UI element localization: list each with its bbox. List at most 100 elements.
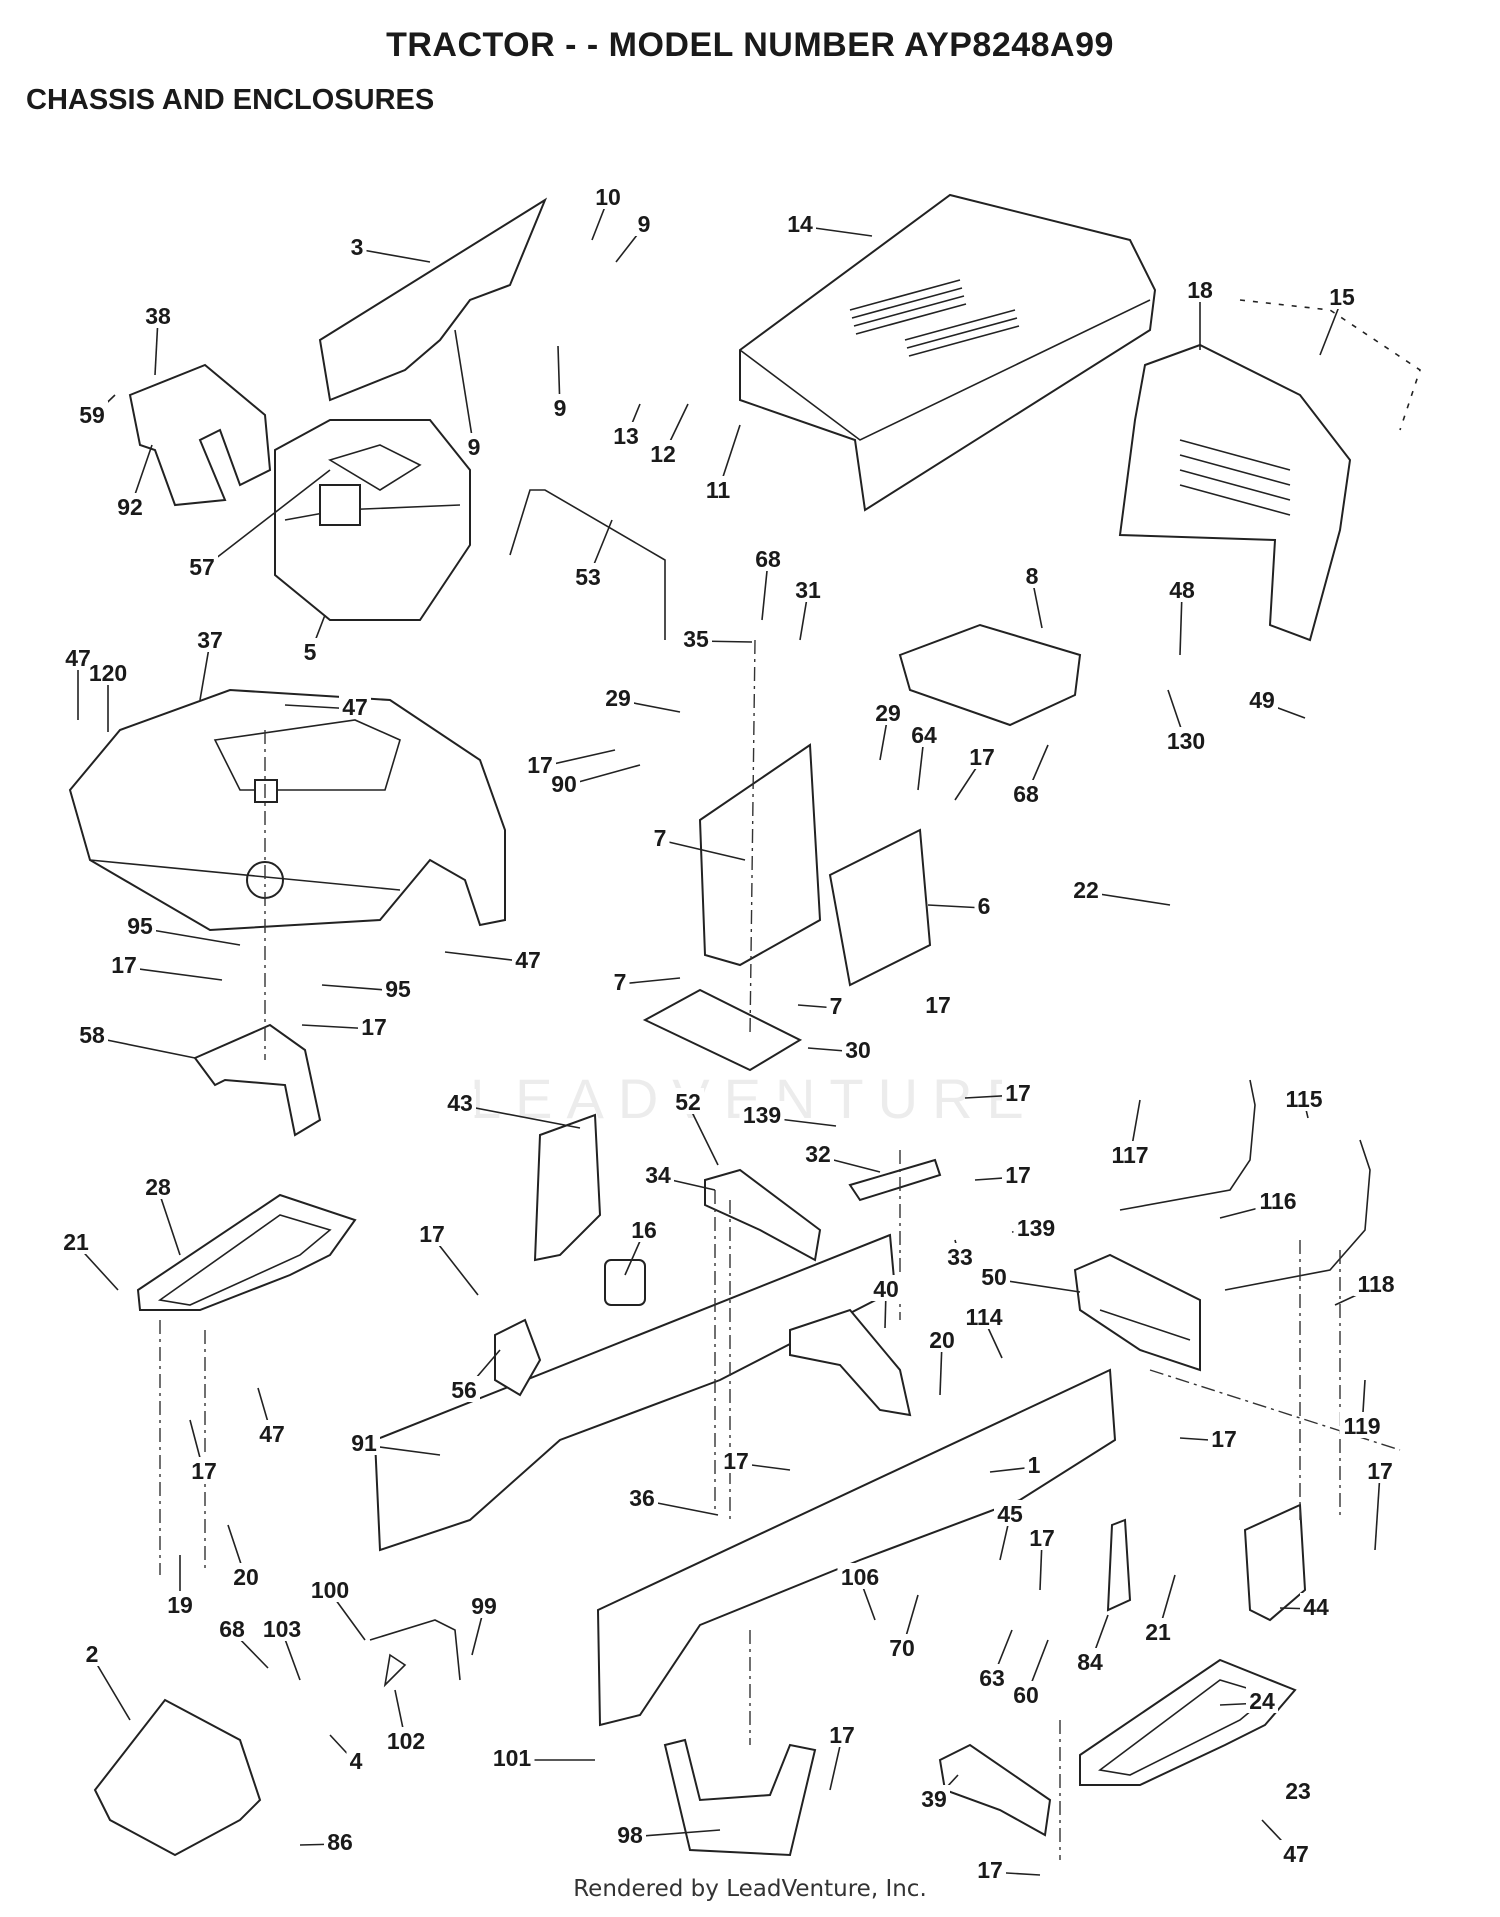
callout-label-bg [60, 1228, 92, 1254]
callout-label: 139 [743, 1102, 781, 1128]
part-bracket-56 [494, 1318, 542, 1397]
callout-label-bg [1255, 1187, 1301, 1213]
callout-label-bg [1364, 1457, 1396, 1483]
callout-label: 114 [965, 1304, 1002, 1330]
callout-label: 38 [145, 303, 171, 329]
callout-label-bg [358, 1013, 390, 1039]
callout-label: 17 [111, 952, 137, 978]
callout-label-bg [1282, 1777, 1314, 1803]
part-pedal-link [848, 1158, 942, 1202]
part-hood [739, 193, 1157, 512]
callout-label: 11 [706, 477, 731, 503]
part-front-bumper [1119, 1079, 1256, 1211]
callout-label: 90 [551, 771, 577, 797]
callout-label-bg [1026, 1524, 1058, 1550]
callout-label: 17 [1211, 1426, 1237, 1452]
callout-label: 95 [385, 976, 411, 1002]
callout-label-bg [1246, 686, 1278, 712]
callout-leader-line [1374, 1472, 1381, 1551]
callout-label: 53 [575, 564, 601, 590]
callout-label: 59 [79, 402, 105, 428]
callout-label: 45 [997, 1501, 1023, 1527]
callout-label: 47 [259, 1421, 285, 1447]
page-title: TRACTOR - - MODEL NUMBER AYP8248A99 [386, 26, 1114, 64]
callout-label-bg [1353, 1270, 1399, 1296]
callout-label-bg [908, 721, 940, 747]
callout-label: 31 [795, 577, 821, 603]
callout-label-bg [142, 1173, 174, 1199]
section-subtitle: CHASSIS AND ENCLOSURES [26, 84, 435, 116]
callout-leader-line [91, 1036, 196, 1059]
part-left-frame-rail [373, 1233, 897, 1552]
callout-label: 17 [925, 992, 951, 1018]
callout-label: 40 [873, 1276, 899, 1302]
callout-label-bg [642, 1161, 674, 1187]
callout-label: 6 [978, 893, 991, 919]
callout-label: 106 [841, 1564, 879, 1590]
callout-label-bg [802, 1140, 834, 1166]
callout-label-bg [347, 233, 367, 259]
callout-label: 92 [117, 494, 143, 520]
callout-label-bg [926, 1326, 958, 1352]
callout-leader-line [201, 469, 331, 570]
callout-label-bg [792, 576, 824, 602]
callout-label: 36 [629, 1485, 655, 1511]
callout-label-bg [974, 892, 994, 918]
callout-label-bg [966, 743, 998, 769]
callout-label-bg [468, 1592, 500, 1618]
callout-label: 16 [631, 1217, 657, 1243]
callout-label-bg [259, 1615, 305, 1641]
callout-label: 84 [1077, 1649, 1103, 1675]
part-left-footrest [136, 1193, 357, 1311]
part-bracket-44 [1243, 1503, 1307, 1622]
callout-label-bg [784, 210, 816, 236]
callout-label: 28 [145, 1174, 171, 1200]
callout-label: 100 [311, 1577, 349, 1603]
footer-credit: Rendered by LeadVenture, Inc. [573, 1876, 927, 1902]
callout-label: 49 [1249, 687, 1275, 713]
callout-label: 17 [1005, 1080, 1031, 1106]
part-illustrations [68, 193, 1421, 1857]
part-right-frame-rail [596, 1368, 1117, 1727]
callout-label-bg [108, 951, 140, 977]
part-bracket-34 [704, 1168, 822, 1262]
callout-label-bg [230, 1563, 262, 1589]
part-front-bracket [1073, 1253, 1201, 1372]
callout-label-bg [1163, 727, 1209, 753]
callout-label-bg [1166, 576, 1198, 602]
part-dash-tower [274, 419, 471, 621]
callout-leader-line [157, 1188, 181, 1256]
callout-label-bg [614, 1821, 646, 1847]
callout-label: 22 [1073, 877, 1099, 903]
callout-label: 30 [845, 1037, 871, 1063]
callout-label: 19 [167, 1592, 193, 1618]
part-fender [68, 688, 506, 932]
callout-label: 44 [1303, 1594, 1329, 1620]
callout-label-bg [886, 1634, 918, 1660]
callout-label: 9 [468, 434, 481, 460]
callout-label-bg [114, 493, 146, 519]
callout-label-bg [752, 545, 784, 571]
callout-label-bg [82, 1640, 102, 1666]
part-bracket-39 [938, 1743, 1052, 1837]
callout-label: 17 [969, 744, 995, 770]
callout-label: 12 [650, 441, 676, 467]
callout-label-bg [826, 1721, 858, 1747]
callout-label: 116 [1259, 1188, 1296, 1214]
callout-label: 21 [63, 1229, 89, 1255]
callout-label: 3 [351, 234, 364, 260]
callout-label-bg [647, 440, 679, 466]
callout-label: 24 [1249, 1688, 1275, 1714]
callout-label-bg [1281, 1085, 1327, 1111]
callout-label: 17 [977, 1857, 1003, 1883]
callout-label-bg [1208, 1425, 1240, 1451]
callout-label: 37 [197, 627, 223, 653]
callout-label: 47 [342, 694, 368, 720]
callout-label: 68 [219, 1616, 245, 1642]
part-grommet [604, 1259, 646, 1306]
callout-label: 17 [191, 1458, 217, 1484]
callout-label: 23 [1285, 1778, 1311, 1804]
callout-label: 60 [1013, 1682, 1039, 1708]
callout-label: 34 [645, 1162, 671, 1188]
